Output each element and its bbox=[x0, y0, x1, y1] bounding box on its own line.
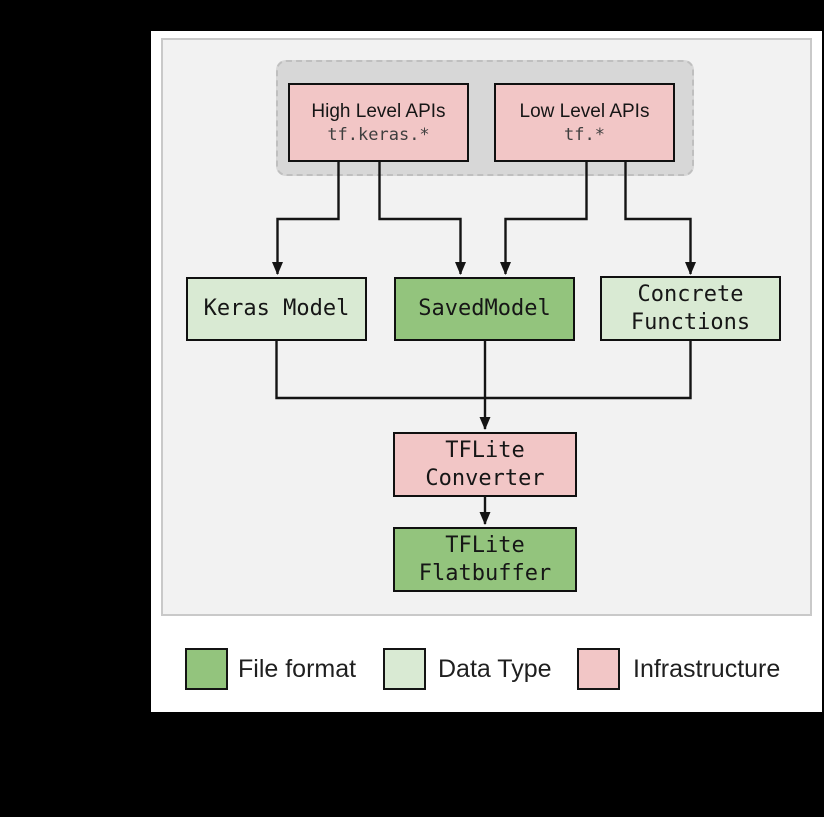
node-keras-model: Keras Model bbox=[186, 277, 367, 341]
node-high-level-apis: High Level APIs tf.keras.* bbox=[288, 83, 469, 162]
legend: File format Data Type Infrastructure bbox=[151, 640, 822, 712]
node-tflite-converter: TFLite Converter bbox=[393, 432, 577, 497]
legend-swatch-infrastructure bbox=[577, 648, 620, 690]
node-concrete-functions: Concrete Functions bbox=[600, 276, 781, 341]
legend-swatch-data-type bbox=[383, 648, 426, 690]
tflite-converter-line1: TFLite bbox=[445, 437, 525, 463]
high-level-apis-title: High Level APIs bbox=[311, 100, 446, 122]
saved-model-label: SavedModel bbox=[418, 296, 551, 321]
node-low-level-apis: Low Level APIs tf.* bbox=[494, 83, 675, 162]
concrete-functions-line2: Functions bbox=[630, 309, 751, 335]
legend-label-file-format: File format bbox=[238, 655, 357, 683]
low-level-apis-title: Low Level APIs bbox=[519, 100, 650, 122]
node-tflite-flatbuffer: TFLite Flatbuffer bbox=[393, 527, 577, 592]
concrete-functions-line1: Concrete bbox=[637, 281, 744, 307]
tflite-flatbuffer-line2: Flatbuffer bbox=[418, 560, 552, 586]
low-level-apis-code: tf.* bbox=[564, 124, 605, 145]
keras-model-label: Keras Model bbox=[203, 296, 350, 321]
high-level-apis-code: tf.keras.* bbox=[327, 124, 430, 145]
tflite-converter-line2: Converter bbox=[425, 465, 545, 491]
tflite-flatbuffer-line1: TFLite bbox=[445, 532, 525, 558]
legend-label-data-type: Data Type bbox=[438, 655, 552, 683]
legend-swatch-file-format bbox=[185, 648, 228, 690]
legend-label-infrastructure: Infrastructure bbox=[633, 655, 781, 683]
node-saved-model: SavedModel bbox=[394, 277, 575, 341]
